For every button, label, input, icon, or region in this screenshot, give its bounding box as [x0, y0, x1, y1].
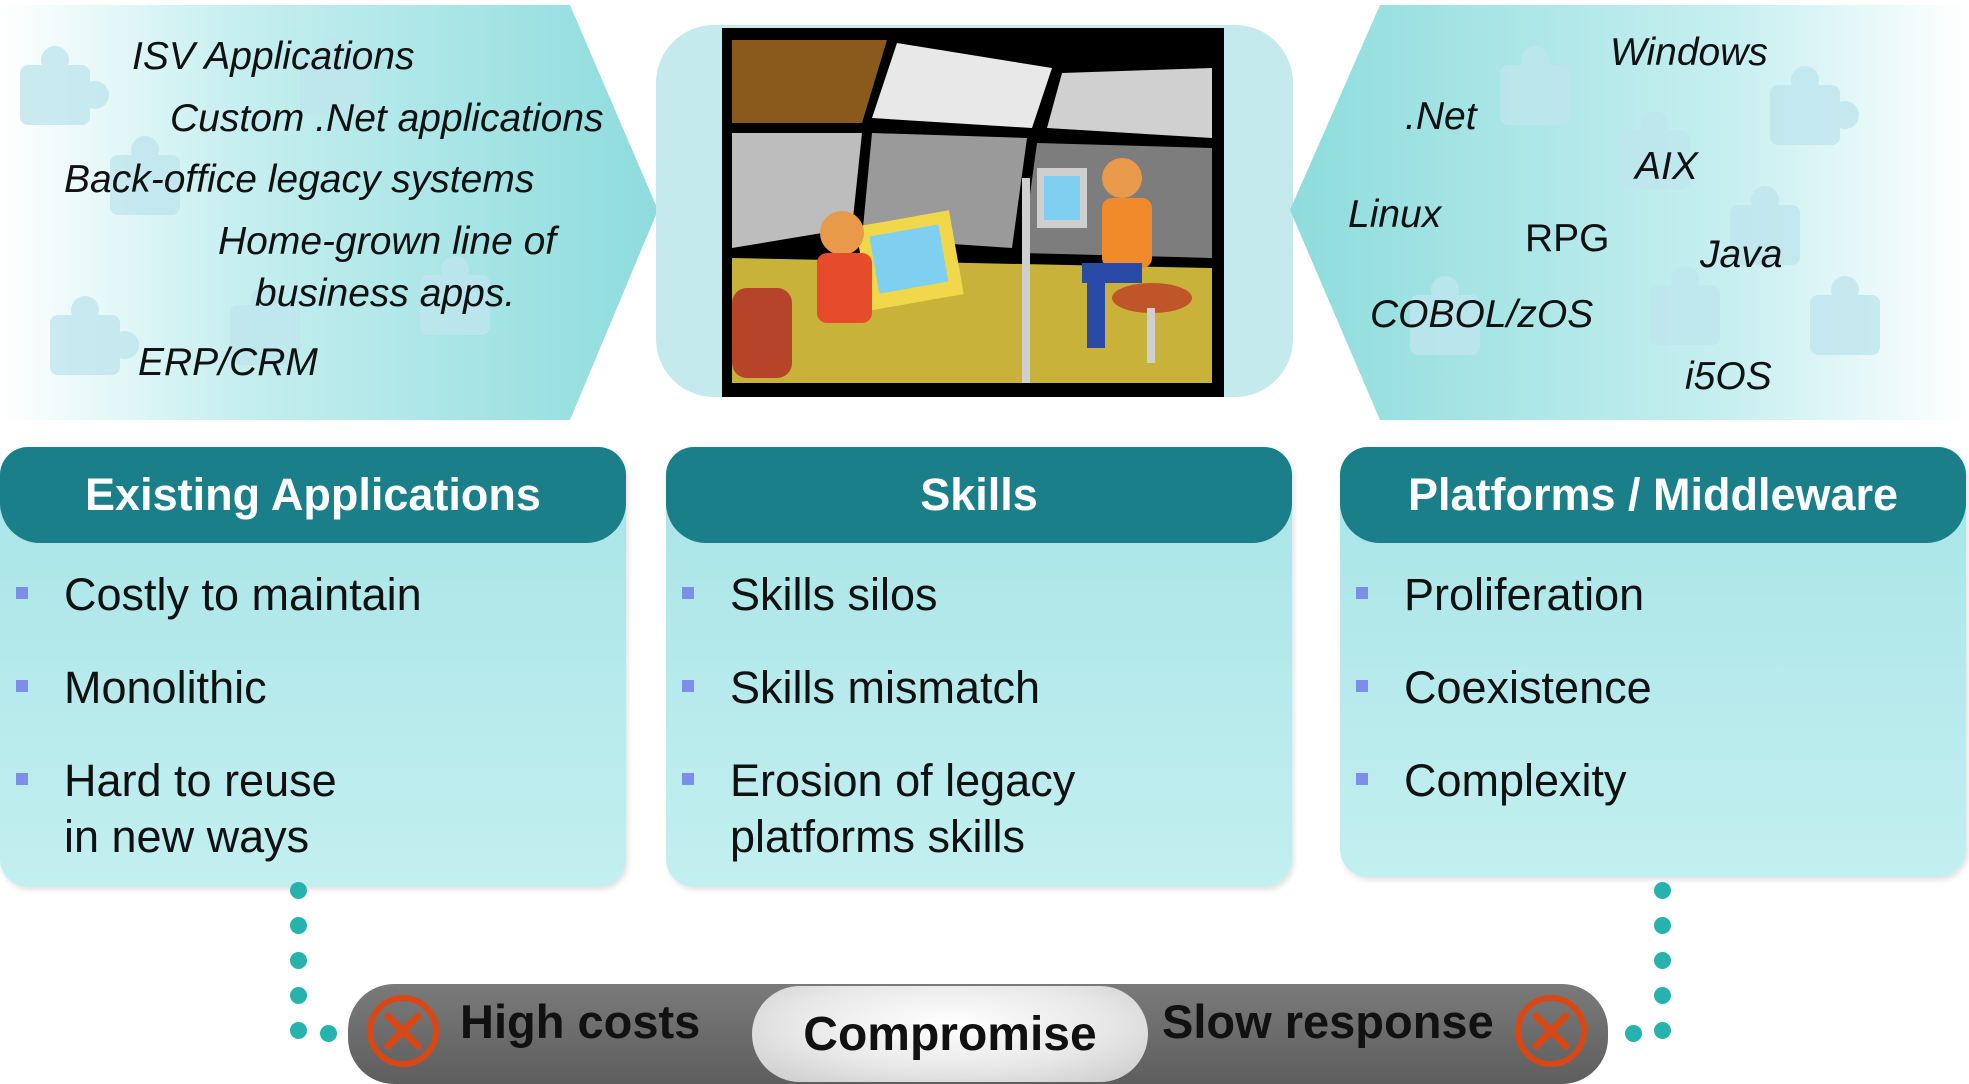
right-banner: Windows .Net AIX Linux RPG Java COBOL/zO… — [1290, 5, 1969, 420]
bullet-icon — [16, 773, 28, 785]
banner-item: ISV Applications — [132, 35, 415, 78]
banner-item: Home-grown line of — [218, 220, 557, 263]
banner-item: Back-office legacy systems — [64, 158, 535, 201]
box-title: Platforms / Middleware — [1340, 447, 1966, 543]
compromise-label: Compromise — [752, 986, 1148, 1082]
bullet-icon — [1356, 587, 1368, 599]
left-banner: ISV Applications Custom .Net application… — [0, 5, 660, 420]
existing-applications-box: Existing Applications Costly to maintain… — [0, 447, 626, 887]
banner-item: Windows — [1610, 31, 1768, 74]
office-workers-illustration — [722, 28, 1224, 397]
list-item: Complexity — [1340, 753, 1966, 809]
list-item: Costly to maintain — [0, 567, 626, 623]
list-item: Monolithic — [0, 660, 626, 716]
x-circle-icon — [367, 995, 439, 1067]
list-item: Coexistence — [1340, 660, 1966, 716]
bullet-icon — [16, 587, 28, 599]
high-costs-label: High costs — [460, 995, 701, 1048]
banner-item: Custom .Net applications — [170, 97, 604, 140]
list-item: Proliferation — [1340, 567, 1966, 623]
bullet-icon — [16, 680, 28, 692]
box-title: Skills — [666, 447, 1292, 543]
banner-item: ERP/CRM — [138, 341, 318, 384]
puzzle-background — [0, 5, 658, 420]
list-item: Skills mismatch — [666, 660, 1292, 716]
banner-item: Java — [1700, 233, 1783, 276]
banner-item: AIX — [1635, 145, 1698, 188]
banner-item: .Net — [1405, 95, 1477, 138]
slow-response-label: Slow response — [1162, 995, 1494, 1048]
platforms-middleware-box: Platforms / Middleware Proliferation Coe… — [1340, 447, 1966, 877]
banner-item: COBOL/zOS — [1370, 293, 1594, 336]
bullet-icon — [1356, 680, 1368, 692]
box-list: Skills silos Skills mismatch Erosion of … — [666, 567, 1292, 902]
x-circle-icon — [1515, 995, 1587, 1067]
skills-box: Skills Skills silos Skills mismatch Eros… — [666, 447, 1292, 887]
box-list: Proliferation Coexistence Complexity — [1340, 567, 1966, 846]
banner-item: business apps. — [255, 272, 516, 315]
bullet-icon — [682, 587, 694, 599]
bullet-icon — [682, 680, 694, 692]
bullet-icon — [682, 773, 694, 785]
list-item: Hard to reuse in new ways — [0, 753, 364, 865]
list-item: Erosion of legacy platforms skills — [666, 753, 1150, 865]
banner-item: RPG — [1525, 217, 1610, 260]
banner-item: i5OS — [1685, 355, 1772, 398]
banner-item: Linux — [1348, 193, 1442, 236]
box-list: Costly to maintain Monolithic Hard to re… — [0, 567, 626, 902]
list-item: Skills silos — [666, 567, 1292, 623]
puzzle-background — [1290, 5, 1969, 420]
bullet-icon — [1356, 773, 1368, 785]
box-title: Existing Applications — [0, 447, 626, 543]
